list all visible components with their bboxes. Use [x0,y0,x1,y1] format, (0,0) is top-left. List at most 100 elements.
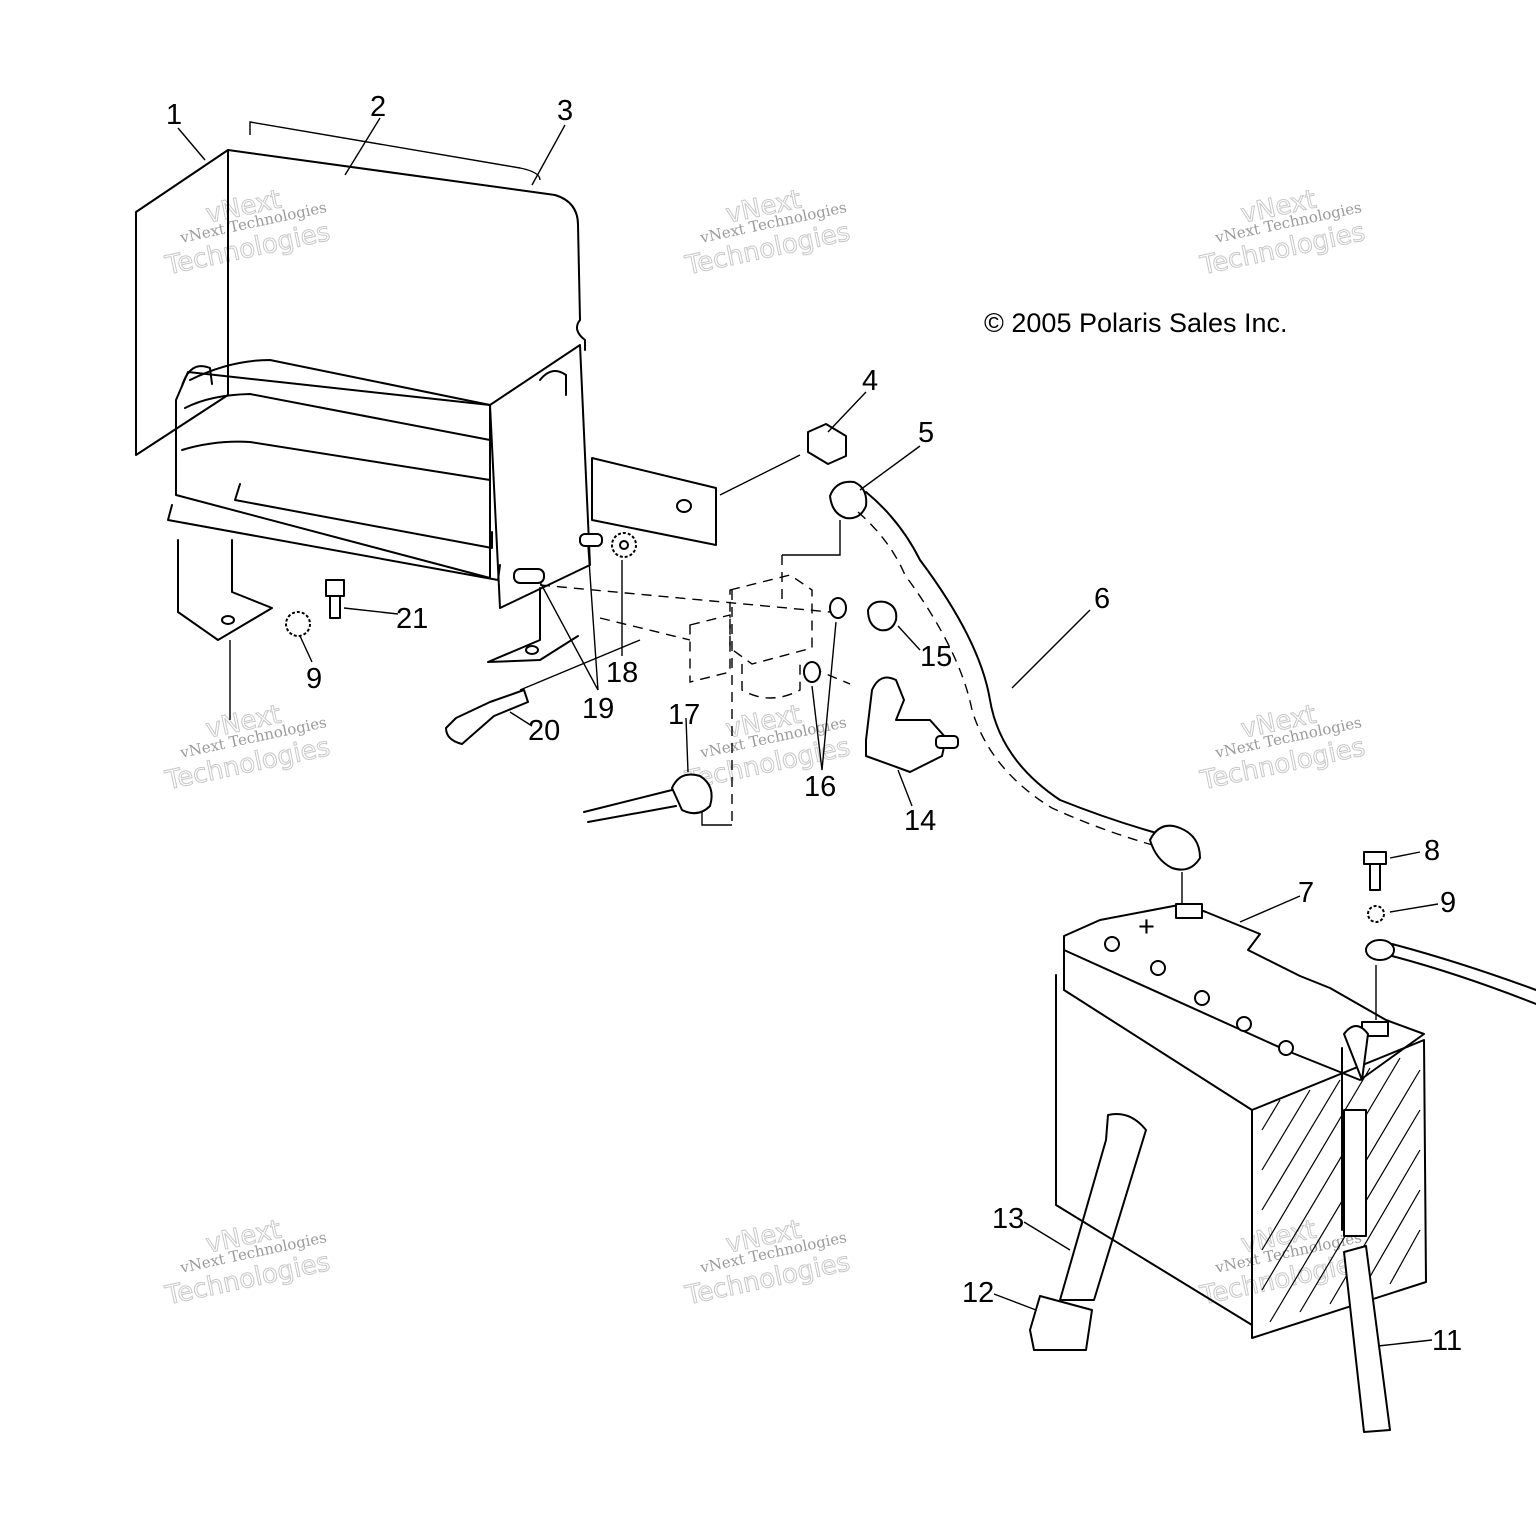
vent-nipple [1343,1025,1369,1081]
callout-4: 4 [862,365,878,397]
callout-9-right: 9 [1440,887,1456,919]
cell-cap [1104,936,1120,952]
cable-wire [583,789,677,823]
vent-hose-upper [1343,1109,1367,1237]
washer [829,597,847,619]
cable-boot [671,773,713,815]
tray-rib-1 [184,393,491,441]
positive-terminal [1175,903,1203,919]
solenoid-assembly [539,520,959,826]
callout-3: 3 [557,95,573,127]
callout-13: 13 [992,1203,1024,1235]
cell-cap [1194,990,1210,1006]
battery: + [1055,903,1427,1339]
cell-cap [1278,1040,1294,1056]
watermark: vNext vNext Technologies Technologies [162,699,334,797]
mounting-bar [591,457,717,546]
battery-top [1063,903,1425,1081]
strap-buckle [1029,1295,1093,1351]
positive-symbol: + [1138,911,1155,943]
solenoid-bracket-phantom [689,614,731,683]
star-washer-hole [619,540,629,550]
end-plate-hook [539,370,567,396]
cable-boot-top [829,480,868,520]
ring-terminal [1365,939,1395,961]
hex-nut [807,423,847,465]
bar-hole [676,499,692,513]
cell-cap [1150,960,1166,976]
leader-line [719,454,801,496]
watermark: vNext vNext Technologies Technologies [162,184,334,282]
leader-line [539,584,831,613]
watermark-group: vNext vNext Technologies Technologies vN… [162,184,1369,1312]
watermark: vNext vNext Technologies Technologies [1197,699,1369,797]
leader-line [782,520,841,556]
callout-labels: 1 2 3 4 5 6 7 8 9 11 12 13 14 15 16 17 1… [166,91,1462,1357]
cell-cap [1236,1016,1252,1032]
hardware [285,423,847,745]
tray-floor-inner [234,483,493,549]
callout-9-left: 9 [306,663,322,695]
strap-band [1059,1113,1147,1301]
positive-cable [829,480,1201,905]
left-foot-bracket [177,539,273,641]
star-washer [285,611,311,637]
bolt-shank [1369,863,1381,891]
callout-1: 1 [166,99,182,131]
tray-rib-2 [181,440,491,481]
callout-14: 14 [904,805,936,837]
hold-down-strap [1029,1113,1147,1351]
vent-hose-lower [1343,1245,1391,1433]
callout-2: 2 [370,91,386,123]
callout-17: 17 [668,699,700,731]
foot-hole [221,615,235,625]
watermark: vNext vNext Technologies Technologies [1197,184,1369,282]
callout-18: 18 [606,657,638,689]
callout-leaders [177,117,1439,1347]
tray-floor-front [167,504,501,581]
cover-outline [227,149,586,351]
battery-side [1251,1039,1427,1339]
bolt-head [1363,851,1387,865]
solenoid-body-phantom [741,658,801,699]
vent-hose [1343,1109,1391,1433]
callout-11: 11 [1432,1325,1462,1357]
callout-19: 19 [582,693,614,725]
stud [513,568,545,584]
callout-8: 8 [1424,835,1440,867]
cable-line-1 [865,491,1161,835]
cable-line-2 [857,511,1157,847]
stud [579,533,603,547]
watermark: vNext vNext Technologies Technologies [162,1214,334,1312]
connector-pin [935,735,959,749]
bolt-head [325,579,345,597]
callout-20: 20 [528,715,560,747]
callout-21: 21 [396,603,428,635]
tray-side [175,371,491,579]
shield-panel [135,149,229,456]
solenoid-phantom [729,574,813,665]
callout-7: 7 [1298,877,1314,909]
ground-cable [1391,943,1536,1005]
wire-connector [865,676,947,773]
callout-12: 12 [962,1277,994,1309]
leader-line [519,639,641,691]
watermark: vNext vNext Technologies Technologies [682,184,854,282]
tray-hook-left [181,365,213,387]
callout-15: 15 [920,641,952,673]
right-foot-bracket [487,587,579,663]
watermark: vNext vNext Technologies Technologies [682,1214,854,1312]
callout-5: 5 [918,417,934,449]
copyright-notice: © 2005 Polaris Sales Inc. [984,308,1288,338]
bolt-shank [329,595,341,619]
tray-lip [189,359,491,406]
foot-hole [525,645,539,655]
callout-16: 16 [804,771,836,803]
carriage-bolt [445,689,529,745]
cable-boot-bottom [1149,824,1201,871]
washer [803,661,821,683]
callout-6: 6 [1094,583,1110,615]
leader-line [599,617,691,641]
